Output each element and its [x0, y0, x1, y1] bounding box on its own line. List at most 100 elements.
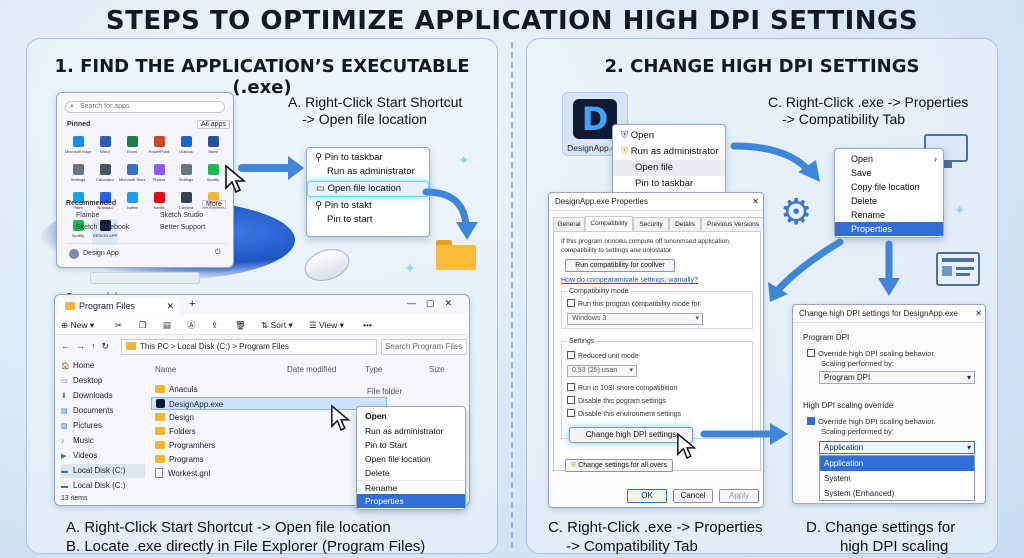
column-type[interactable]: Type [365, 365, 383, 374]
pinned-app[interactable]: Word [92, 135, 118, 161]
recent-item[interactable]: Better Support [160, 224, 206, 231]
pinned-app[interactable]: Spotify [200, 163, 226, 189]
file-row[interactable]: Programhers [151, 439, 327, 452]
tab-compatibility[interactable]: Compatibility [585, 216, 633, 231]
explorer-tab[interactable]: Program Files ✕ [59, 298, 179, 314]
more-button[interactable]: More [202, 200, 226, 209]
menu-item[interactable]: Pin to Start [365, 440, 408, 450]
column-name[interactable]: Name [155, 365, 177, 374]
scaling-option[interactable]: System (Enhanced) [824, 489, 895, 498]
file-row[interactable]: Programs [151, 453, 327, 466]
up-icon[interactable]: ↑ [91, 341, 102, 351]
rename-icon[interactable]: Ⓐ [187, 320, 196, 330]
run-compatibility-button[interactable]: Run compatibility for coollver [565, 259, 675, 272]
menu-item[interactable]: Rename [851, 210, 886, 220]
menu-item-pin-start[interactable]: Pin to start [327, 214, 373, 225]
file-row[interactable]: Folders [151, 425, 327, 438]
refresh-icon[interactable]: ↻ [101, 341, 116, 351]
pinned-app[interactable]: Microsoft Store [119, 163, 145, 189]
new-tab-button[interactable]: + [189, 298, 196, 310]
cut-icon[interactable]: ✂ [115, 320, 123, 330]
menu-item-open-file[interactable]: Open file [613, 160, 725, 176]
scaling-select[interactable]: Application▾ [819, 441, 975, 454]
nav-item[interactable]: ⬇Downloads [61, 389, 145, 403]
file-row[interactable]: Design [151, 411, 327, 424]
pinned-app[interactable]: PowerPoint [146, 135, 172, 161]
menu-item[interactable]: Delete [851, 196, 878, 206]
compat-mode-select[interactable]: Windows 3▾ [567, 313, 703, 325]
settings-checkbox[interactable]: Disable this enuironment settings [567, 409, 681, 418]
nav-item[interactable]: ▭Desktop [61, 374, 145, 388]
search-input[interactable]: Search Program Files [381, 339, 467, 355]
reduced-color-select[interactable]: 0.53 (25) usan▾ [567, 365, 637, 377]
menu-item-open-file-location[interactable]: ▭ Open file location [307, 181, 429, 197]
pinned-app[interactable]: Excel [119, 135, 145, 161]
reduced-color-checkbox[interactable]: Reduced unit mode [567, 351, 639, 360]
menu-item[interactable]: Open file location [365, 454, 431, 464]
menu-item-open[interactable]: ⛨ Open [621, 130, 655, 141]
nav-item[interactable]: ♪Music [61, 434, 145, 448]
more-options-icon[interactable]: ••• [363, 320, 372, 330]
menu-item[interactable]: Open› [851, 154, 937, 164]
menu-item[interactable]: Delete [365, 468, 390, 478]
pinned-app[interactable]: Settings [65, 163, 91, 189]
menu-item[interactable]: Properties [357, 494, 465, 508]
app-icon-tile[interactable]: D DesignApp.exe [562, 92, 628, 156]
delete-icon[interactable]: 🗑 [235, 320, 246, 330]
change-all-users-button[interactable]: ⛨ Change settings for all overs [565, 459, 673, 472]
program-dpi-select[interactable]: Program DPI▾ [819, 371, 975, 384]
menu-item[interactable]: Save [851, 168, 872, 178]
pinned-app[interactable]: Calculator [92, 163, 118, 189]
paste-icon[interactable]: ▤ [163, 320, 172, 330]
close-icon[interactable]: ✕ [444, 298, 463, 308]
nav-item[interactable]: ▶Videos [61, 449, 145, 463]
apply-button[interactable]: Apply [719, 489, 759, 503]
close-icon[interactable]: ✕ [752, 197, 759, 206]
ok-button[interactable]: OK [627, 489, 667, 503]
pinned-app[interactable]: Camera [173, 191, 199, 217]
override-checkbox[interactable]: Override high DPI scaling behavior. [807, 417, 936, 426]
close-icon[interactable]: ✕ [975, 309, 982, 318]
nav-item[interactable]: ▨Pictures [61, 419, 145, 433]
tab-details[interactable]: Details [669, 217, 701, 231]
pinned-app[interactable]: Outlook [173, 135, 199, 161]
pinned-app[interactable]: Spotify [65, 219, 91, 245]
nav-item[interactable]: ▬Local Disk (C:) [61, 464, 145, 478]
menu-item[interactable]: Run as administrator [365, 426, 444, 436]
program-dpi-checkbox[interactable]: Override high DPI scaling behavior. [807, 349, 936, 358]
pinned-app[interactable]: Store [200, 135, 226, 161]
menu-item[interactable]: Open [365, 411, 387, 421]
column-size[interactable]: Size [429, 365, 445, 374]
menu-item-pin-taskbar[interactable]: ⚲ Pin to taskbar [315, 152, 383, 163]
recent-item[interactable]: Sketch Studio [160, 212, 204, 219]
forward-icon[interactable]: → [76, 341, 91, 351]
cancel-button[interactable]: Cancel [673, 489, 713, 503]
recent-item[interactable]: Sketch Notebook [76, 224, 130, 231]
pinned-app[interactable]: Paint [65, 191, 91, 217]
maximize-icon[interactable]: ▢ [426, 298, 445, 308]
column-date[interactable]: Date modified [287, 365, 337, 374]
menu-item[interactable]: Copy file location [851, 182, 920, 192]
scaling-option[interactable]: Application [820, 456, 974, 471]
address-bar[interactable]: This PC > Local Disk (C:) > Program File… [121, 339, 377, 355]
pinned-app[interactable]: Netflix [146, 191, 172, 217]
view-button[interactable]: ☰ View ▾ [309, 320, 344, 330]
menu-item-pin-stakt[interactable]: ⚲ Pin to stakt [315, 200, 372, 211]
minimize-icon[interactable]: — [407, 298, 426, 308]
share-icon[interactable]: ⇪ [211, 320, 219, 330]
back-icon[interactable]: ← [61, 341, 76, 351]
close-icon[interactable]: ✕ [166, 301, 174, 311]
pinned-app[interactable]: Microsoft Edge [65, 135, 91, 161]
file-row[interactable]: Anaculs [151, 383, 327, 396]
pinned-app[interactable]: Notepad [92, 191, 118, 217]
pinned-app[interactable]: Photos [146, 163, 172, 189]
all-apps-button[interactable]: All apps [197, 120, 230, 129]
menu-item[interactable]: Properties [835, 222, 943, 236]
file-row[interactable]: DesignApp.exe [151, 397, 387, 410]
recent-item[interactable]: Flambe [76, 212, 100, 219]
settings-checkbox[interactable]: Run in 10SI snore compatibition [567, 383, 677, 392]
settings-checkbox[interactable]: Disable this pogram settings [567, 396, 666, 405]
pinned-app[interactable]: Twitter [119, 191, 145, 217]
scaling-option[interactable]: System [824, 474, 851, 483]
file-row[interactable]: Workest.gnl [151, 467, 327, 480]
